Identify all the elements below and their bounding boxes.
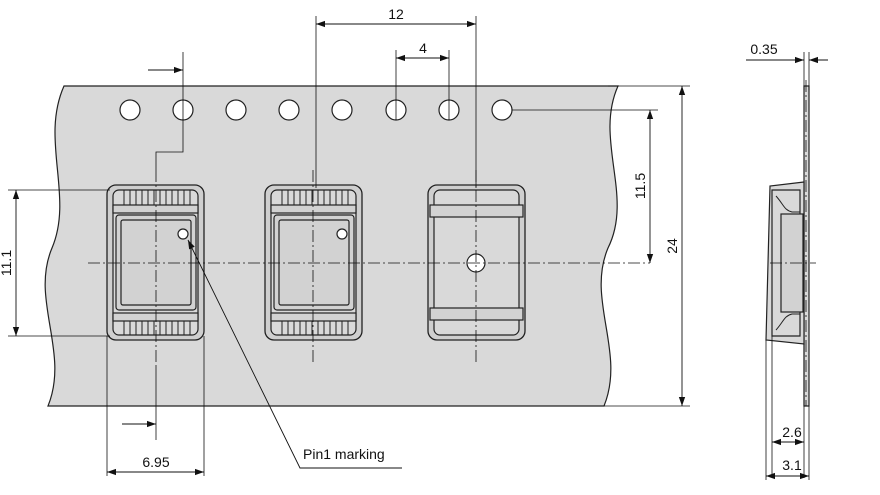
sprocket-hole — [119, 99, 141, 121]
pin1-dot — [177, 228, 189, 240]
dim-sprocket-pitch: 4 — [395, 40, 450, 120]
dim-pocket-width: 6.95 — [106, 336, 205, 476]
label-2-6: 2.6 — [782, 424, 802, 440]
dim-total-height: 3.1 — [765, 340, 810, 480]
pocket-with-component-2 — [264, 184, 363, 341]
dim-pocket-length: 11.1 — [0, 189, 110, 337]
sprocket-hole — [225, 99, 247, 121]
dim-tape-thickness: 0.35 — [746, 41, 828, 90]
label-6-95: 6.95 — [142, 454, 169, 470]
dim-pocket-pitch: 12 — [315, 6, 477, 188]
label-12: 12 — [388, 6, 404, 22]
dim-pocket-depth: 2.6 — [771, 336, 805, 478]
dim-tape-width: 24 — [604, 85, 690, 407]
pocket-with-component-1 — [106, 184, 205, 341]
label-pin1: Pin1 marking — [303, 446, 385, 462]
sprocket-hole — [278, 99, 300, 121]
label-24: 24 — [664, 238, 680, 254]
label-11-1: 11.1 — [0, 250, 14, 276]
label-3-1: 3.1 — [782, 457, 802, 473]
label-4: 4 — [419, 40, 427, 56]
sprocket-hole — [491, 99, 513, 121]
dim-hole-to-center: 11.5 — [512, 109, 658, 263]
label-11-5: 11.5 — [632, 173, 648, 199]
label-0-35: 0.35 — [750, 41, 777, 57]
sprocket-hole — [331, 99, 353, 121]
pin1-leader: Pin1 marking — [187, 239, 402, 469]
dim-hole-offset — [148, 52, 184, 170]
side-view — [765, 80, 816, 407]
sprocket-holes — [119, 99, 513, 121]
center-lines — [88, 170, 650, 365]
empty-pocket — [427, 184, 526, 341]
